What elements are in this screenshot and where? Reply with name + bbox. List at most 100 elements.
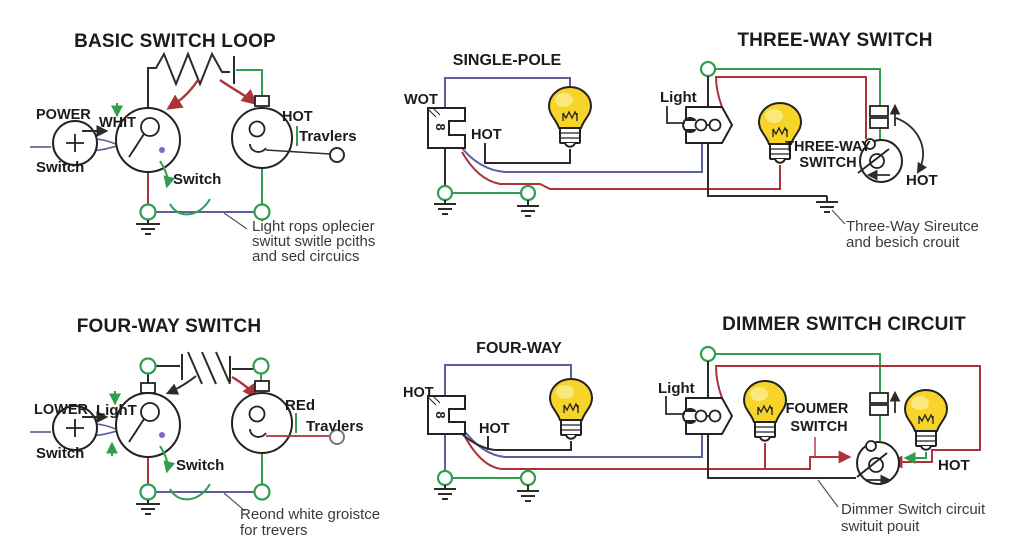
panel-three-way-switch: 8 SINGLE-POLE WOT: [404, 30, 979, 251]
label-light: Light: [658, 380, 695, 397]
green-wire: [716, 353, 881, 441]
leader-line: [817, 479, 839, 508]
capacitor-icon: [869, 392, 889, 416]
ground-icon: [136, 500, 160, 515]
single-pole-box-icon: 8: [427, 107, 466, 149]
ground-icon: [517, 200, 539, 217]
label-hot: HOT: [479, 421, 510, 437]
terminal-icon: [699, 60, 717, 78]
terminal-icon: [699, 345, 717, 363]
label-hot: HOT: [906, 172, 938, 189]
panel-basic-switch-loop: BASIC SWITCH LOOP POWER WHIT Switch Swit…: [30, 31, 375, 265]
connector-icon: [140, 382, 156, 394]
terminal-icon: [329, 147, 345, 163]
blue-wire: [461, 143, 703, 173]
green-curve: [169, 198, 211, 216]
label-hot: HOT: [282, 109, 313, 125]
label-travlers: Travlers: [299, 128, 357, 145]
red-arrow: [219, 79, 258, 106]
caption-line: Three-Way Sireutce: [846, 218, 979, 235]
green-wire: [236, 69, 298, 204]
label-switch: Switch: [36, 159, 84, 176]
panel-title: THREE-WAY SWITCH: [737, 30, 932, 51]
caption-line: switut switle pciths: [252, 233, 375, 250]
terminal-icon: [139, 203, 157, 221]
green-wire: [715, 68, 881, 140]
caption-line: for trevers: [240, 522, 308, 539]
capacitor-icon: [869, 105, 889, 129]
red-wire: [714, 365, 981, 469]
lamp-holder-icon: [231, 95, 293, 169]
lamp-holder-icon: [231, 392, 293, 454]
label-switch: SWITCH: [799, 155, 856, 171]
terminal-icon: [139, 357, 157, 375]
terminal-icon: [253, 203, 271, 221]
blue-wire: [461, 427, 703, 458]
panel-title: FOUR-WAY SWITCH: [77, 316, 262, 337]
traveler-wire: [265, 149, 331, 155]
label-light: Light: [660, 89, 697, 106]
label-wot: WOT: [404, 92, 438, 108]
leader-line: [223, 212, 248, 230]
panel-title: BASIC SWITCH LOOP: [74, 31, 276, 52]
rotate-arrow: [895, 117, 928, 174]
terminal-icon: [139, 483, 157, 501]
label-three-way: THREE-WAY: [785, 139, 871, 155]
caption-line: and sed circuics: [252, 248, 360, 265]
caption-line: swituit pouit: [841, 518, 920, 535]
black-wire: [707, 143, 827, 197]
green-curve: [169, 483, 211, 501]
black-arrow: [165, 375, 197, 395]
label-foumer: FOUMER: [786, 401, 849, 417]
connector-icon: [254, 380, 270, 392]
terminal-icon: [436, 184, 454, 202]
blue-wire: [444, 77, 571, 108]
label-light: LighT: [96, 402, 137, 419]
resistor-icon: [147, 51, 235, 108]
switch-symbol-icon: [115, 107, 181, 173]
leader-line: [831, 209, 846, 225]
blue-wire: [444, 364, 572, 396]
single-pole-box-icon: 8: [427, 395, 466, 435]
label-lower: LOWER: [34, 402, 88, 418]
terminal-icon: [519, 469, 537, 487]
dimmer-symbol-icon: [857, 138, 903, 183]
label-hot: HOT: [938, 457, 970, 474]
green-arrow: [903, 452, 927, 464]
label-switch: Switch: [36, 445, 84, 462]
black-wire: [461, 433, 572, 451]
caption-line: and besich crouit: [846, 234, 960, 251]
label-whit: WHIT: [99, 115, 136, 131]
box-glyph: 8: [433, 411, 448, 418]
label-bracket: [665, 396, 685, 415]
green-arrow: [159, 445, 176, 474]
resistor-icon: [156, 351, 253, 385]
red-wire: [461, 151, 781, 190]
black-wire: [484, 143, 571, 164]
terminal-icon: [253, 483, 271, 501]
caption-line: Light rops oplecier: [252, 218, 375, 235]
panel-subtitle: FOUR-WAY: [476, 340, 562, 357]
ground-icon: [434, 485, 456, 500]
ground-icon: [517, 485, 539, 502]
panel-dimmer-switch-circuit: 8 FOUR-WAY HOT: [403, 314, 986, 535]
leader-line: [223, 492, 246, 512]
dimmer-symbol-icon: [856, 440, 900, 486]
terminal-icon: [252, 357, 270, 375]
label-hot: HOT: [471, 127, 502, 143]
terminal-icon: [329, 429, 345, 445]
label-bracket: [666, 106, 685, 124]
red-wire: [714, 76, 867, 139]
green-arrow: [159, 160, 176, 189]
black-wire: [707, 434, 856, 479]
label-hot: HOT: [403, 385, 434, 401]
switch-symbol-icon: [115, 392, 181, 458]
red-arrow: [166, 79, 199, 110]
ground-icon: [136, 220, 160, 235]
panel-title: DIMMER SWITCH CIRCUIT: [722, 314, 966, 335]
label-switch: SWITCH: [790, 419, 847, 435]
label-travlers: Travlers: [306, 418, 364, 435]
panel-subtitle: SINGLE-POLE: [453, 52, 562, 69]
